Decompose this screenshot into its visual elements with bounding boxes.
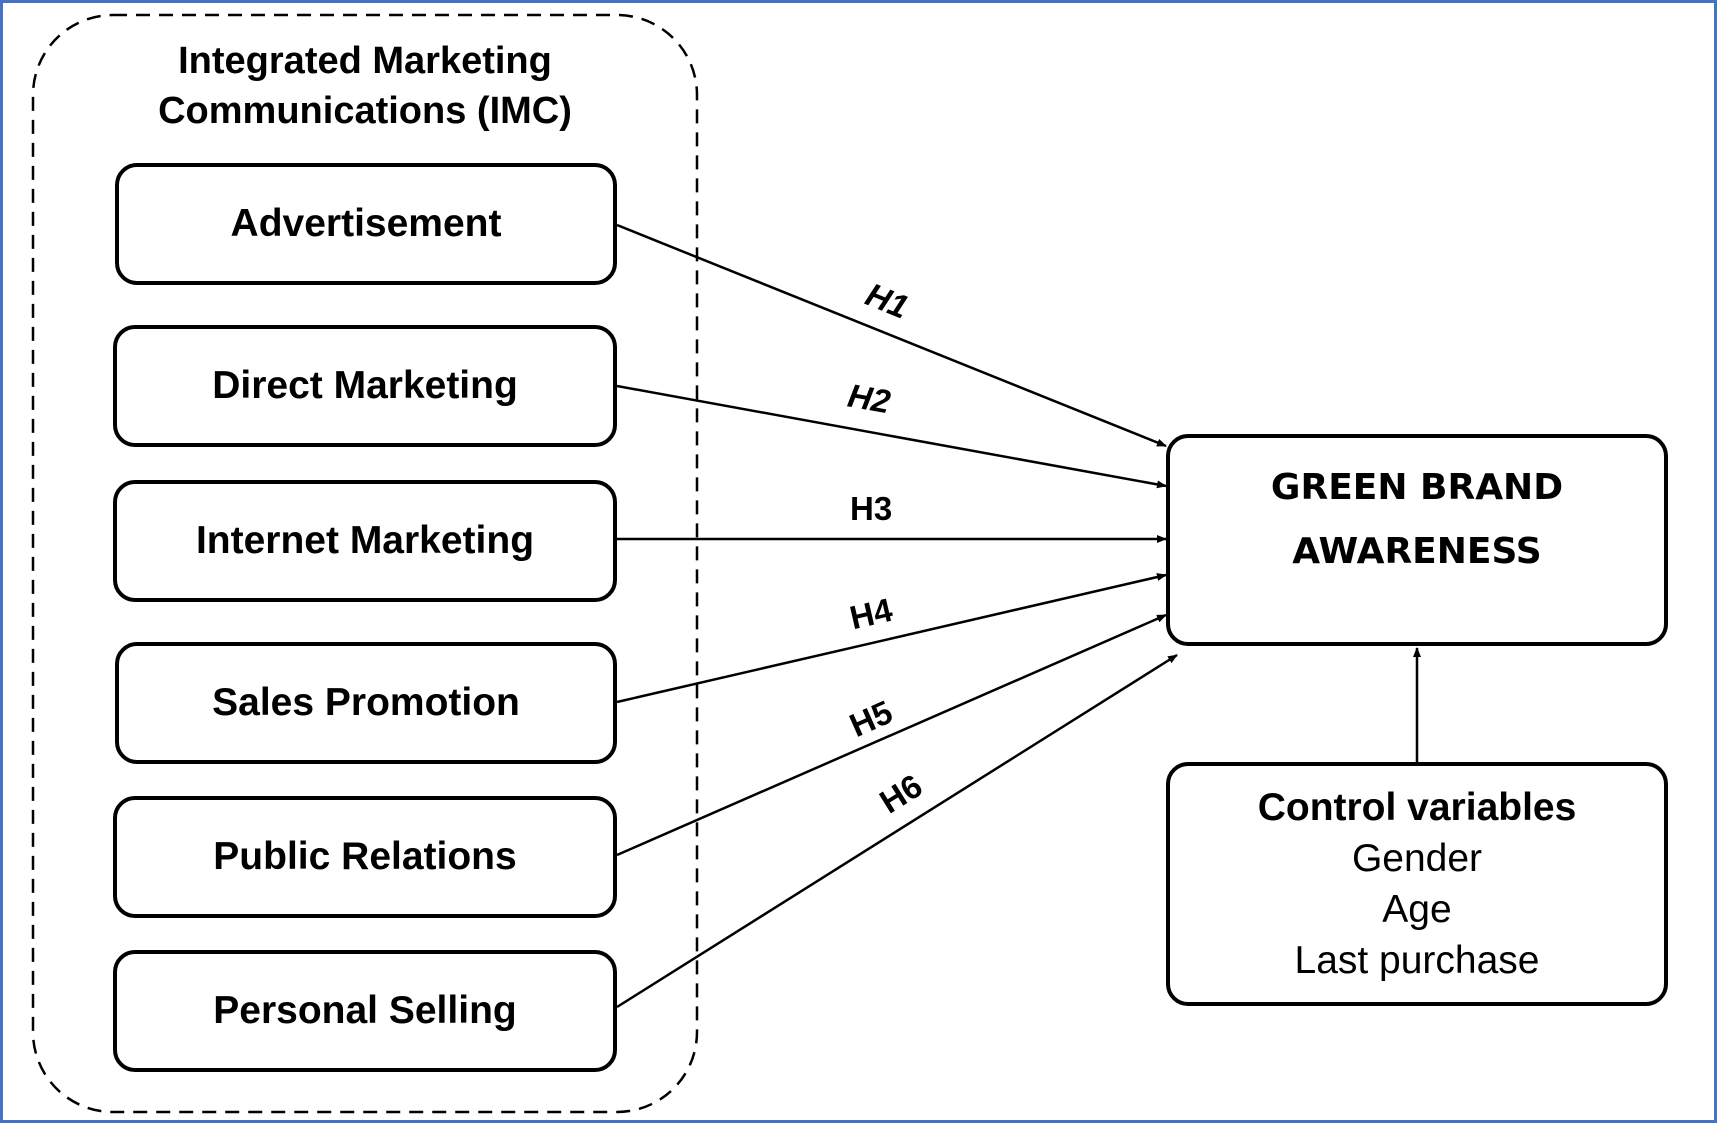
construct-direct-marketing: Direct Marketing [113, 325, 617, 447]
construct-advertisement: Advertisement [115, 163, 617, 285]
control-variable-item: Age [1382, 888, 1452, 931]
control-variable-item: Last purchase [1294, 939, 1540, 982]
arrow-h5 [616, 613, 1167, 857]
imc-group-title: Integrated Marketing Communications (IMC… [33, 36, 697, 136]
construct-internet-marketing: Internet Marketing [113, 480, 617, 602]
arrow-h4 [616, 573, 1167, 704]
outcome-green-brand-awareness: GREEN BRAND AWARENESS [1166, 434, 1668, 646]
arrow-h2 [616, 384, 1167, 489]
construct-public-relations: Public Relations [113, 796, 617, 918]
construct-label: Advertisement [230, 202, 502, 245]
control-variable-item: Gender [1351, 837, 1483, 880]
control-variables-box: Control variables Gender Age Last purcha… [1166, 762, 1668, 1006]
construct-label: Sales Promotion [212, 681, 520, 724]
imc-title-line2: Communications (IMC) [158, 90, 572, 132]
hypothesis-label-h3: H3 [850, 490, 893, 527]
outcome-line2: AWARENESS [1292, 531, 1542, 572]
construct-personal-selling: Personal Selling [113, 950, 617, 1072]
control-variables-title: Control variables [1257, 786, 1577, 829]
construct-label: Direct Marketing [212, 364, 518, 407]
hypothesis-label-h2: H2 [845, 376, 894, 421]
construct-label: Public Relations [213, 835, 517, 878]
arrow-h6 [616, 653, 1178, 1009]
construct-sales-promotion: Sales Promotion [115, 642, 617, 764]
construct-label: Internet Marketing [195, 519, 535, 562]
arrow-h1 [616, 223, 1167, 448]
construct-label: Personal Selling [213, 989, 517, 1032]
imc-group-border [31, 13, 699, 1114]
imc-title-line1: Integrated Marketing [178, 40, 552, 82]
outcome-line1: GREEN BRAND [1270, 467, 1564, 508]
